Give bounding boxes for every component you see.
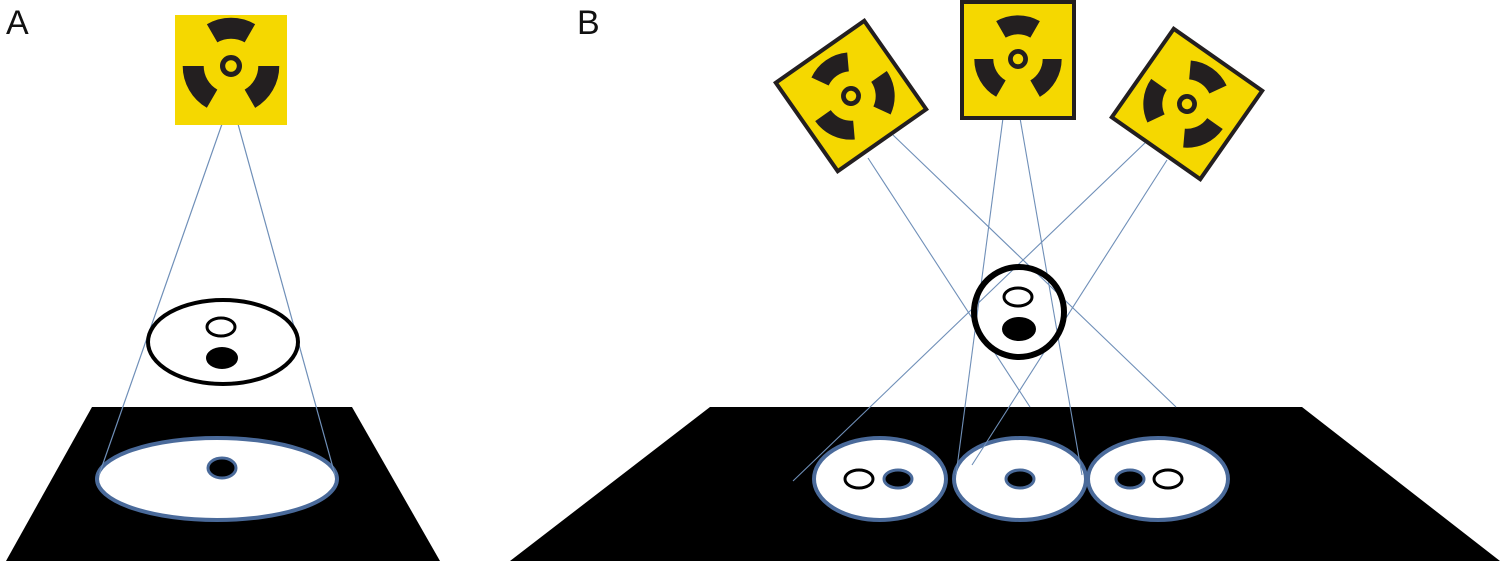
radiation-source-b-center bbox=[960, 0, 1076, 120]
projection-image-b-center bbox=[952, 436, 1088, 522]
object-lesion-solid-b bbox=[1002, 317, 1036, 341]
panel-label-b: B bbox=[577, 4, 600, 42]
radiation-source-a bbox=[175, 3, 291, 125]
projection-image-a bbox=[95, 436, 339, 522]
panel-label-a: A bbox=[6, 4, 29, 42]
projection-dense-spot-a bbox=[206, 456, 238, 480]
beam-ray-a-right bbox=[237, 123, 336, 476]
object-lesion-solid-a bbox=[206, 347, 238, 369]
object-outline-b bbox=[971, 264, 1067, 360]
panel-a bbox=[6, 3, 440, 561]
projection-image-b-right bbox=[1086, 436, 1230, 522]
beam-ray-a-left bbox=[98, 123, 223, 476]
object-lesion-open-b bbox=[1002, 286, 1034, 308]
radiation-source-b-right bbox=[1109, 26, 1264, 182]
object-outline-a bbox=[146, 298, 300, 386]
panel-b bbox=[510, 0, 1500, 561]
object-lesion-open-a bbox=[205, 316, 237, 338]
radiation-source-b-left bbox=[773, 18, 929, 174]
projection-image-b-left bbox=[812, 436, 948, 522]
